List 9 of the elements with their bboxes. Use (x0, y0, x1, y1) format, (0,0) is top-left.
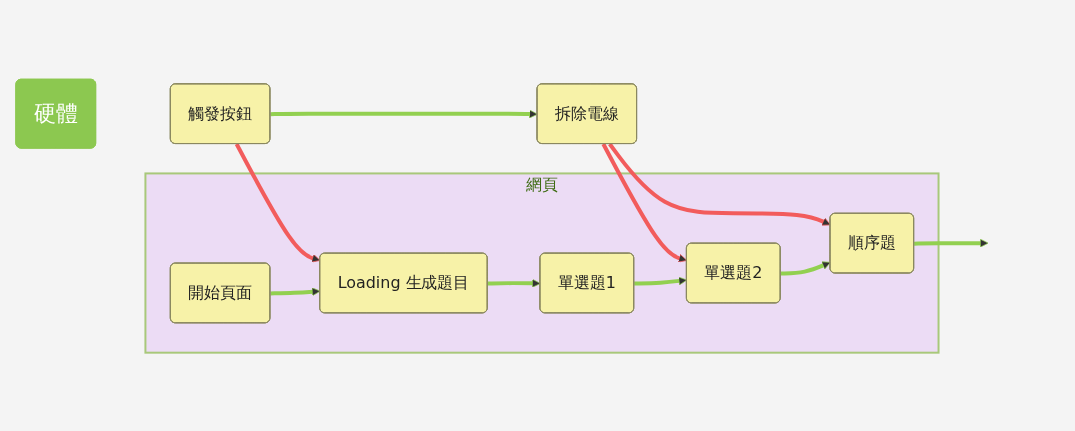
arrow (487, 278, 541, 288)
arrow (601, 142, 687, 262)
arrow (269, 286, 321, 296)
arrow (607, 142, 831, 226)
arrow (234, 142, 321, 262)
arrow (913, 238, 989, 247)
arrow (780, 260, 831, 275)
arrow (633, 276, 687, 285)
arrow (269, 109, 538, 118)
